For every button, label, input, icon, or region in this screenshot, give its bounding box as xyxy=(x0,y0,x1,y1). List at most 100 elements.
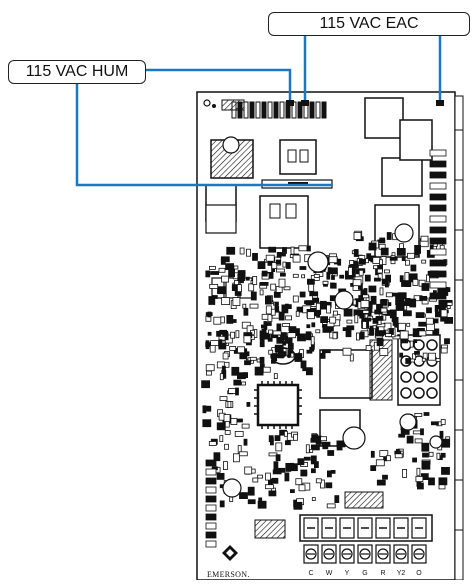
smd-component xyxy=(349,259,355,265)
smd-component xyxy=(216,361,225,369)
capacitor xyxy=(222,136,240,154)
smd-component xyxy=(379,287,384,296)
smd-component xyxy=(354,314,359,324)
smd-component xyxy=(319,479,325,489)
smd-component xyxy=(400,338,409,344)
header-housing xyxy=(221,99,245,111)
smd-component xyxy=(322,280,329,285)
capacitor xyxy=(429,435,443,449)
smd-component xyxy=(247,499,256,505)
smd-component xyxy=(309,291,319,297)
smd-component xyxy=(205,340,210,350)
smd-component xyxy=(319,352,326,359)
smd-component xyxy=(275,259,281,265)
smd-component xyxy=(399,330,409,340)
smd-component xyxy=(267,337,273,342)
smd-component xyxy=(292,273,299,278)
smd-component xyxy=(415,476,424,482)
smd-component xyxy=(271,477,279,484)
molex-pin xyxy=(426,387,438,399)
smd-component xyxy=(242,303,247,309)
smd-component xyxy=(261,270,268,277)
smd-component xyxy=(346,319,353,324)
header-pin xyxy=(267,101,273,119)
smd-component xyxy=(404,259,410,266)
smd-component xyxy=(228,268,236,278)
header-pin xyxy=(249,101,255,119)
relay xyxy=(259,195,309,249)
smd-component xyxy=(266,322,272,326)
smd-component xyxy=(270,308,276,316)
smd-component xyxy=(220,256,230,263)
smd-component xyxy=(327,450,335,456)
smd-component xyxy=(416,467,421,476)
smd-component xyxy=(278,311,285,321)
smd-component-field xyxy=(201,149,454,548)
smd-component xyxy=(376,338,384,347)
smd-component xyxy=(414,438,423,444)
smd-component xyxy=(205,370,212,376)
header-pin xyxy=(273,101,279,119)
smd-component xyxy=(421,442,430,452)
header-pin xyxy=(261,101,267,119)
smd-component xyxy=(446,305,451,310)
smd-component xyxy=(265,472,271,481)
resistor xyxy=(205,495,217,503)
smd-component xyxy=(306,311,315,320)
smd-component xyxy=(370,295,377,305)
terminal-label: C xyxy=(308,570,313,577)
smd-component xyxy=(208,441,217,446)
smd-component xyxy=(270,283,277,291)
resistor xyxy=(205,540,217,548)
callout-115-vac-eac: 115 VAC EAC xyxy=(268,12,470,36)
smd-component xyxy=(414,350,420,355)
relay xyxy=(364,97,404,139)
smd-component xyxy=(351,268,356,278)
smd-component xyxy=(252,252,258,261)
smd-component xyxy=(283,430,288,437)
smd-component xyxy=(224,443,229,450)
smd-component xyxy=(306,245,311,252)
smd-component xyxy=(300,360,307,369)
molex-pin xyxy=(426,339,438,351)
smd-component xyxy=(216,422,226,431)
smd-component xyxy=(268,329,274,335)
resistor xyxy=(429,270,447,278)
emerson-brand-label: EMERSON. xyxy=(207,570,250,579)
smd-component xyxy=(326,503,336,509)
smd-component xyxy=(219,373,224,381)
smd-component xyxy=(429,244,434,250)
smd-component xyxy=(306,324,311,329)
smd-component xyxy=(205,270,211,278)
smd-component xyxy=(233,265,239,270)
smd-component xyxy=(223,414,231,423)
smd-component xyxy=(268,490,277,497)
smd-component xyxy=(264,295,272,305)
smd-component xyxy=(410,264,417,272)
terminal-label: G xyxy=(362,570,367,577)
hatched-zone xyxy=(254,519,286,539)
smd-component xyxy=(315,302,321,311)
smd-component xyxy=(406,322,411,327)
smd-component xyxy=(243,335,252,344)
smd-component xyxy=(386,232,392,240)
smd-component xyxy=(275,442,283,452)
hatched-zone xyxy=(344,491,384,509)
terminal-label: Y xyxy=(345,570,350,577)
smd-component xyxy=(353,249,359,257)
smd-component xyxy=(434,304,439,312)
smd-component xyxy=(221,275,230,283)
smd-component xyxy=(201,380,211,389)
smd-component xyxy=(234,430,244,437)
smd-component xyxy=(252,477,259,483)
smd-component xyxy=(438,477,448,486)
smd-component xyxy=(273,373,278,380)
terminal-label: R xyxy=(380,570,385,577)
smd-component xyxy=(258,497,263,503)
smd-component xyxy=(428,352,436,361)
smd-component xyxy=(395,304,405,311)
smd-component xyxy=(368,246,374,251)
smd-component xyxy=(428,477,435,486)
capacitor xyxy=(394,223,414,243)
smd-component xyxy=(222,461,228,471)
